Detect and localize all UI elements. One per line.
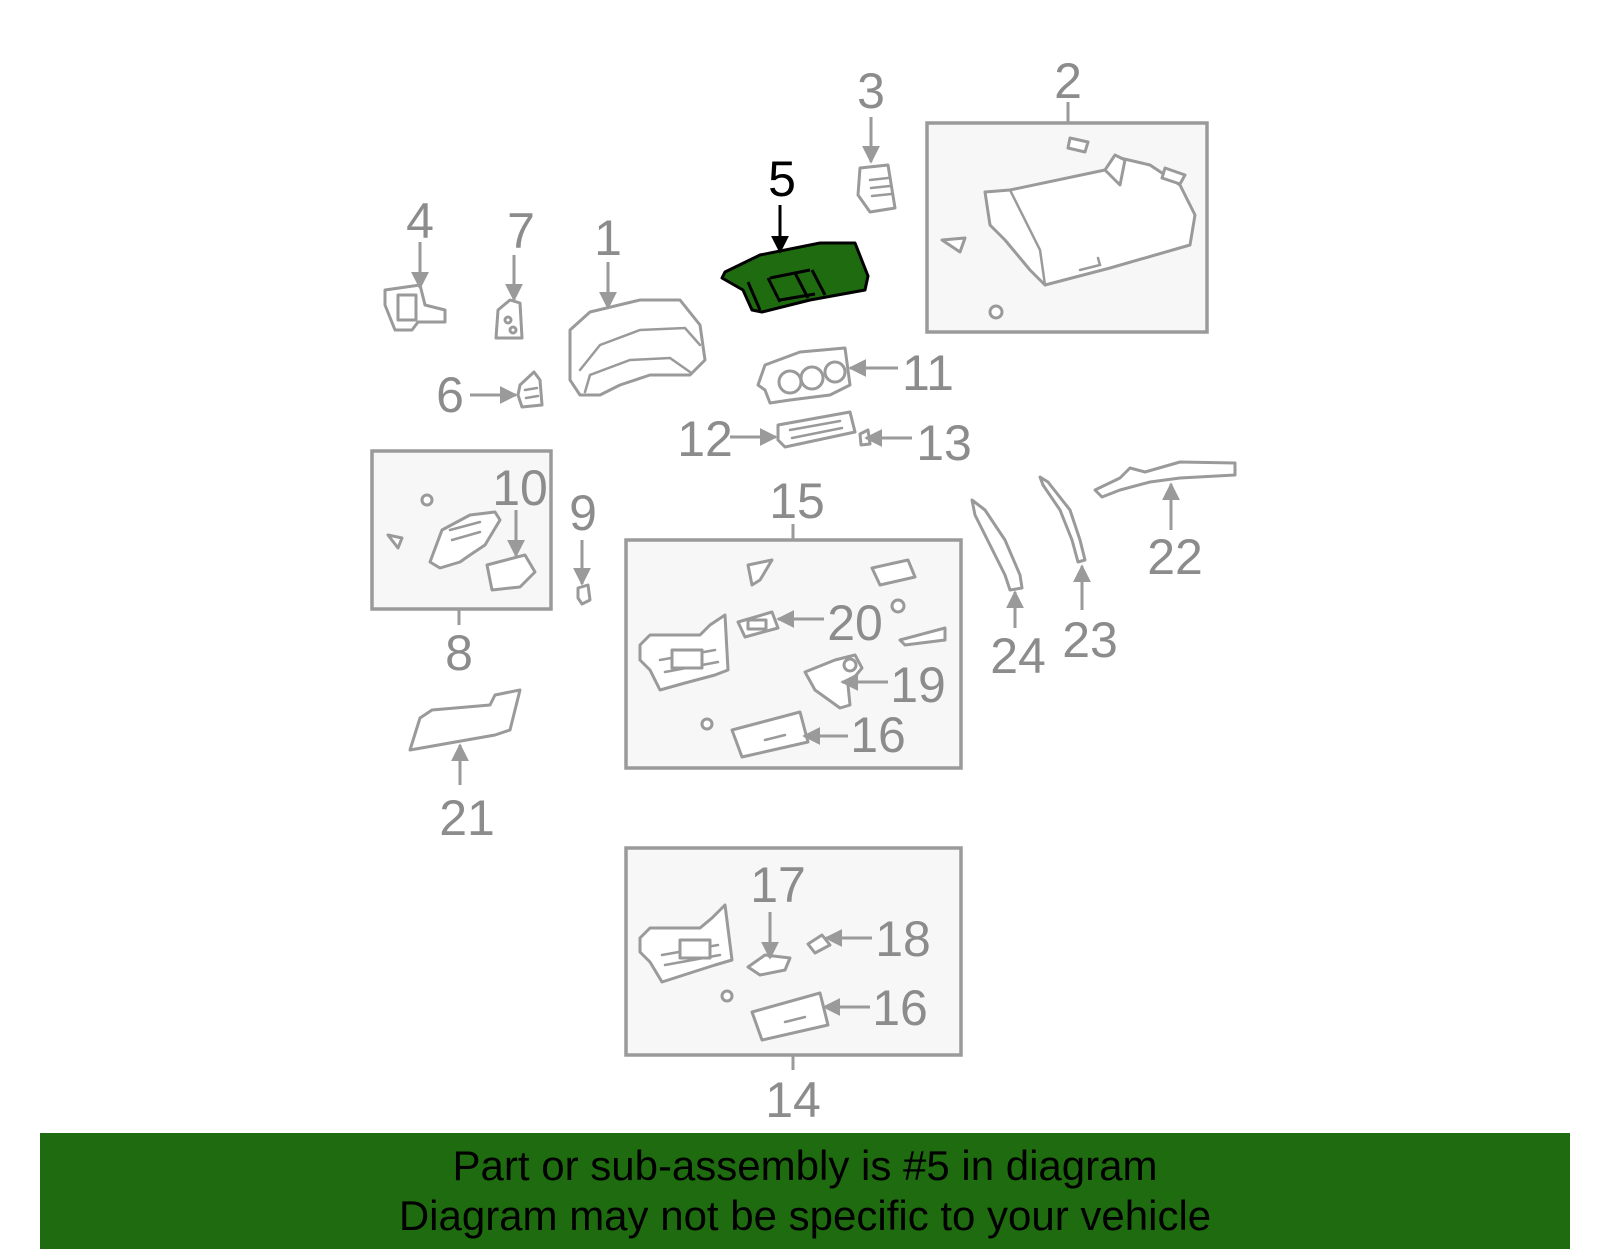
part-20-switch[interactable] — [736, 610, 780, 639]
part-6-clip[interactable] — [516, 370, 544, 409]
callout-13[interactable]: 13 — [916, 415, 972, 471]
callout-22[interactable]: 22 — [1147, 529, 1203, 585]
callout-23[interactable]: 23 — [1062, 612, 1118, 668]
part-15-assembly[interactable] — [638, 558, 947, 731]
callout-1[interactable]: 1 — [594, 210, 622, 266]
part-8-assembly[interactable] — [386, 493, 502, 570]
callout-18[interactable]: 18 — [875, 911, 931, 967]
part-4-bracket[interactable] — [383, 283, 447, 332]
callout-8[interactable]: 8 — [445, 625, 473, 681]
part-11-trim-bezel[interactable] — [756, 346, 852, 405]
part-14-assembly[interactable] — [638, 903, 734, 1003]
callout-24[interactable]: 24 — [990, 628, 1046, 684]
callout-15[interactable]: 15 — [769, 473, 825, 529]
callout-labels: 5 3 2 4 7 1 6 11 12 13 10 9 15 8 20 19 1… — [406, 53, 1203, 1128]
part-7-bracket[interactable] — [494, 298, 524, 340]
callout-21[interactable]: 21 — [439, 790, 495, 846]
callout-11[interactable]: 11 — [902, 345, 954, 401]
callout-9[interactable]: 9 — [569, 485, 597, 541]
callout-16-upper[interactable]: 16 — [850, 707, 906, 763]
callout-3[interactable]: 3 — [857, 63, 885, 119]
callout-4[interactable]: 4 — [406, 193, 434, 249]
part-1-cluster-hood[interactable] — [568, 298, 707, 397]
banner-line-1: Part or sub-assembly is #5 in diagram — [452, 1142, 1158, 1189]
info-banner: Part or sub-assembly is #5 in diagram Di… — [40, 1133, 1570, 1249]
callout-7[interactable]: 7 — [507, 203, 535, 259]
part-2-glove-box[interactable] — [940, 136, 1197, 320]
callout-6[interactable]: 6 — [436, 367, 464, 423]
part-21-panel[interactable] — [408, 688, 522, 752]
callout-19[interactable]: 19 — [890, 657, 946, 713]
parts-diagram: 5 3 2 4 7 1 6 11 12 13 10 9 15 8 20 19 1… — [370, 53, 1237, 1128]
leader-lines — [411, 102, 1180, 1070]
callout-10[interactable]: 10 — [492, 460, 548, 516]
callout-5[interactable]: 5 — [768, 151, 796, 207]
callout-16-lower[interactable]: 16 — [872, 980, 928, 1036]
part-23-trim[interactable] — [1038, 475, 1087, 564]
part-3-vent[interactable] — [856, 163, 897, 214]
callout-20[interactable]: 20 — [827, 595, 883, 651]
callout-2[interactable]: 2 — [1054, 53, 1082, 109]
callout-12[interactable]: 12 — [677, 411, 733, 467]
part-12-switch-panel[interactable] — [776, 410, 857, 449]
banner-line-2: Diagram may not be specific to your vehi… — [398, 1192, 1212, 1239]
part-5-highlighted[interactable] — [720, 241, 870, 314]
part-16b-box[interactable] — [750, 991, 830, 1042]
part-9-clip[interactable] — [576, 583, 592, 606]
callout-14[interactable]: 14 — [765, 1072, 821, 1128]
part-24-trim[interactable] — [970, 498, 1024, 592]
callout-17[interactable]: 17 — [750, 857, 806, 913]
part-22-trim[interactable] — [1093, 460, 1237, 499]
